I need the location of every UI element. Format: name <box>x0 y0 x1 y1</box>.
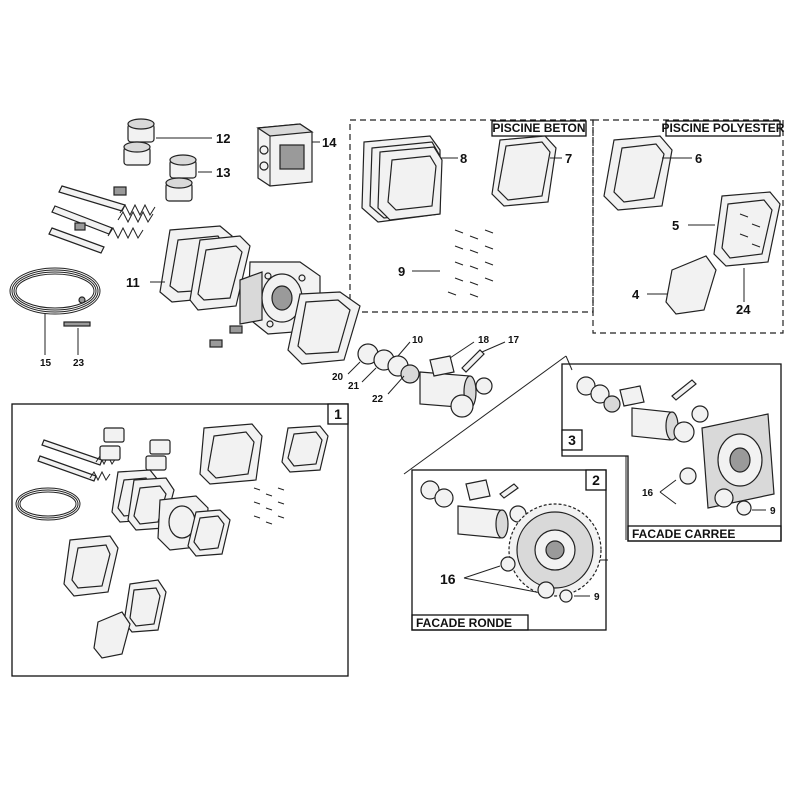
rods-and-springs <box>48 185 156 254</box>
label-9-facade-ronde: 9 <box>594 592 600 603</box>
gasket-5: 5 <box>672 191 781 267</box>
screw-24: 24 <box>736 268 751 317</box>
bushing-12: 12 <box>123 118 230 166</box>
panel-3: 3 FACADE CARREE 16 9 <box>561 363 782 542</box>
label-13: 13 <box>216 165 230 180</box>
junction-box-14: 14 <box>256 123 337 187</box>
section-title-facade-ronde: FACADE RONDE <box>416 616 512 630</box>
label-9-facade-carree: 9 <box>770 506 776 517</box>
label-18: 18 <box>478 335 490 346</box>
gaskets-11: 11 <box>126 225 251 311</box>
label-9: 9 <box>398 264 405 279</box>
bushing-13: 13 <box>165 154 230 202</box>
cover-4: 4 <box>632 255 717 315</box>
label-23: 23 <box>73 358 85 369</box>
panel-1: 1 <box>11 403 349 677</box>
label-24: 24 <box>736 302 751 317</box>
panel-3-number: 3 <box>568 432 576 448</box>
label-20: 20 <box>332 372 344 383</box>
label-7: 7 <box>565 151 572 166</box>
section-title-beton: PISCINE BETON <box>492 121 585 135</box>
flange-6: 6 <box>603 135 702 211</box>
panel-2-number: 2 <box>592 472 600 488</box>
piscine-polyester-region: PISCINE POLYESTER <box>592 119 785 334</box>
cable-coil-15: 15 <box>9 267 101 369</box>
label-17: 17 <box>508 335 520 346</box>
label-4: 4 <box>632 287 640 302</box>
label-14: 14 <box>322 135 337 150</box>
label-5: 5 <box>672 218 679 233</box>
label-8: 8 <box>460 151 467 166</box>
section-title-polyester: PISCINE POLYESTER <box>662 121 785 135</box>
flange-8: 8 <box>361 135 467 223</box>
part-labels-middle: 10 18 17 20 21 22 <box>332 335 520 405</box>
label-10: 10 <box>412 335 424 346</box>
label-22: 22 <box>372 394 384 405</box>
label-21: 21 <box>348 381 360 392</box>
label-6: 6 <box>695 151 702 166</box>
label-15: 15 <box>40 358 52 369</box>
screws-9: 9 <box>398 229 494 298</box>
gasket-7: 7 <box>491 135 572 207</box>
label-12: 12 <box>216 131 230 146</box>
panel-2: 2 FACADE RONDE 16 9 <box>411 469 607 631</box>
label-16-facade-carree: 16 <box>642 488 654 499</box>
motor-housing <box>209 261 361 365</box>
panel-1-number: 1 <box>334 406 342 422</box>
label-16-facade-ronde: 16 <box>440 571 456 587</box>
section-title-facade-carree: FACADE CARREE <box>632 527 735 541</box>
middle-seal-stack <box>357 343 493 418</box>
pin-23: 23 <box>63 321 91 369</box>
label-11: 11 <box>126 275 140 290</box>
